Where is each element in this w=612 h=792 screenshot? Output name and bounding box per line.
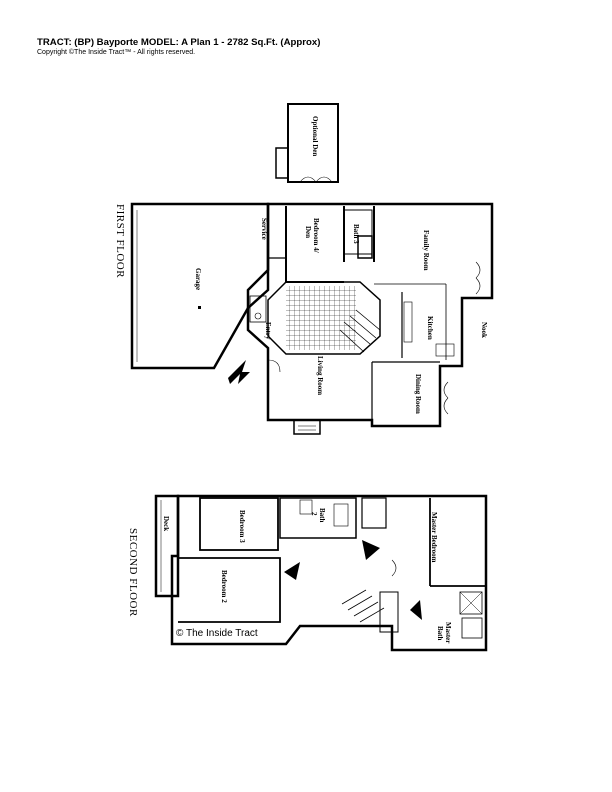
bedroom3-label: Bedroom 3: [238, 510, 246, 543]
credit-label: © The Inside Tract: [176, 628, 258, 639]
second-floor-label: SECOND FLOOR: [127, 528, 139, 617]
master-bath-label-2: Bath: [436, 626, 444, 641]
dining-room-label: Dining Room: [414, 374, 422, 414]
service-label: Service: [260, 218, 268, 240]
living-room-label: Living Room: [316, 356, 324, 395]
master-bedroom-label: Master Bedroom: [430, 512, 438, 563]
first-floor-plan: [130, 103, 494, 435]
nook-label: Nook: [480, 322, 488, 338]
entry-arrow-icon: [228, 360, 250, 384]
bath2-number: 2: [310, 512, 318, 516]
page-title: TRACT: (BP) Bayporte MODEL: A Plan 1 - 2…: [37, 37, 321, 48]
master-bath-label: Master: [444, 622, 452, 643]
bath2-label: Bath: [318, 508, 326, 523]
deck-label: Deck: [162, 516, 170, 531]
bedroom2-label: Bedroom 2: [220, 570, 228, 603]
first-floor-label: FIRST FLOOR: [114, 204, 126, 278]
family-room-label: Family Room: [422, 230, 430, 271]
deck-outline: [154, 494, 180, 598]
garage-label: Garage: [194, 268, 202, 290]
first-floor-walls: [246, 202, 494, 435]
copyright-line: Copyright ©The Inside Tract™ - All right…: [37, 49, 196, 56]
bedroom4-den-label: Den: [304, 226, 312, 238]
entry-label: Entry: [264, 322, 272, 340]
kitchen-label: Kitchen: [426, 316, 434, 340]
optional-den-outline: [275, 103, 339, 183]
second-floor-plan: [154, 494, 488, 652]
bath3-label: Bath 3: [352, 224, 360, 244]
bedroom4-label: Bedroom 4/: [312, 218, 320, 254]
optional-den-label: Optional Den: [311, 116, 319, 156]
